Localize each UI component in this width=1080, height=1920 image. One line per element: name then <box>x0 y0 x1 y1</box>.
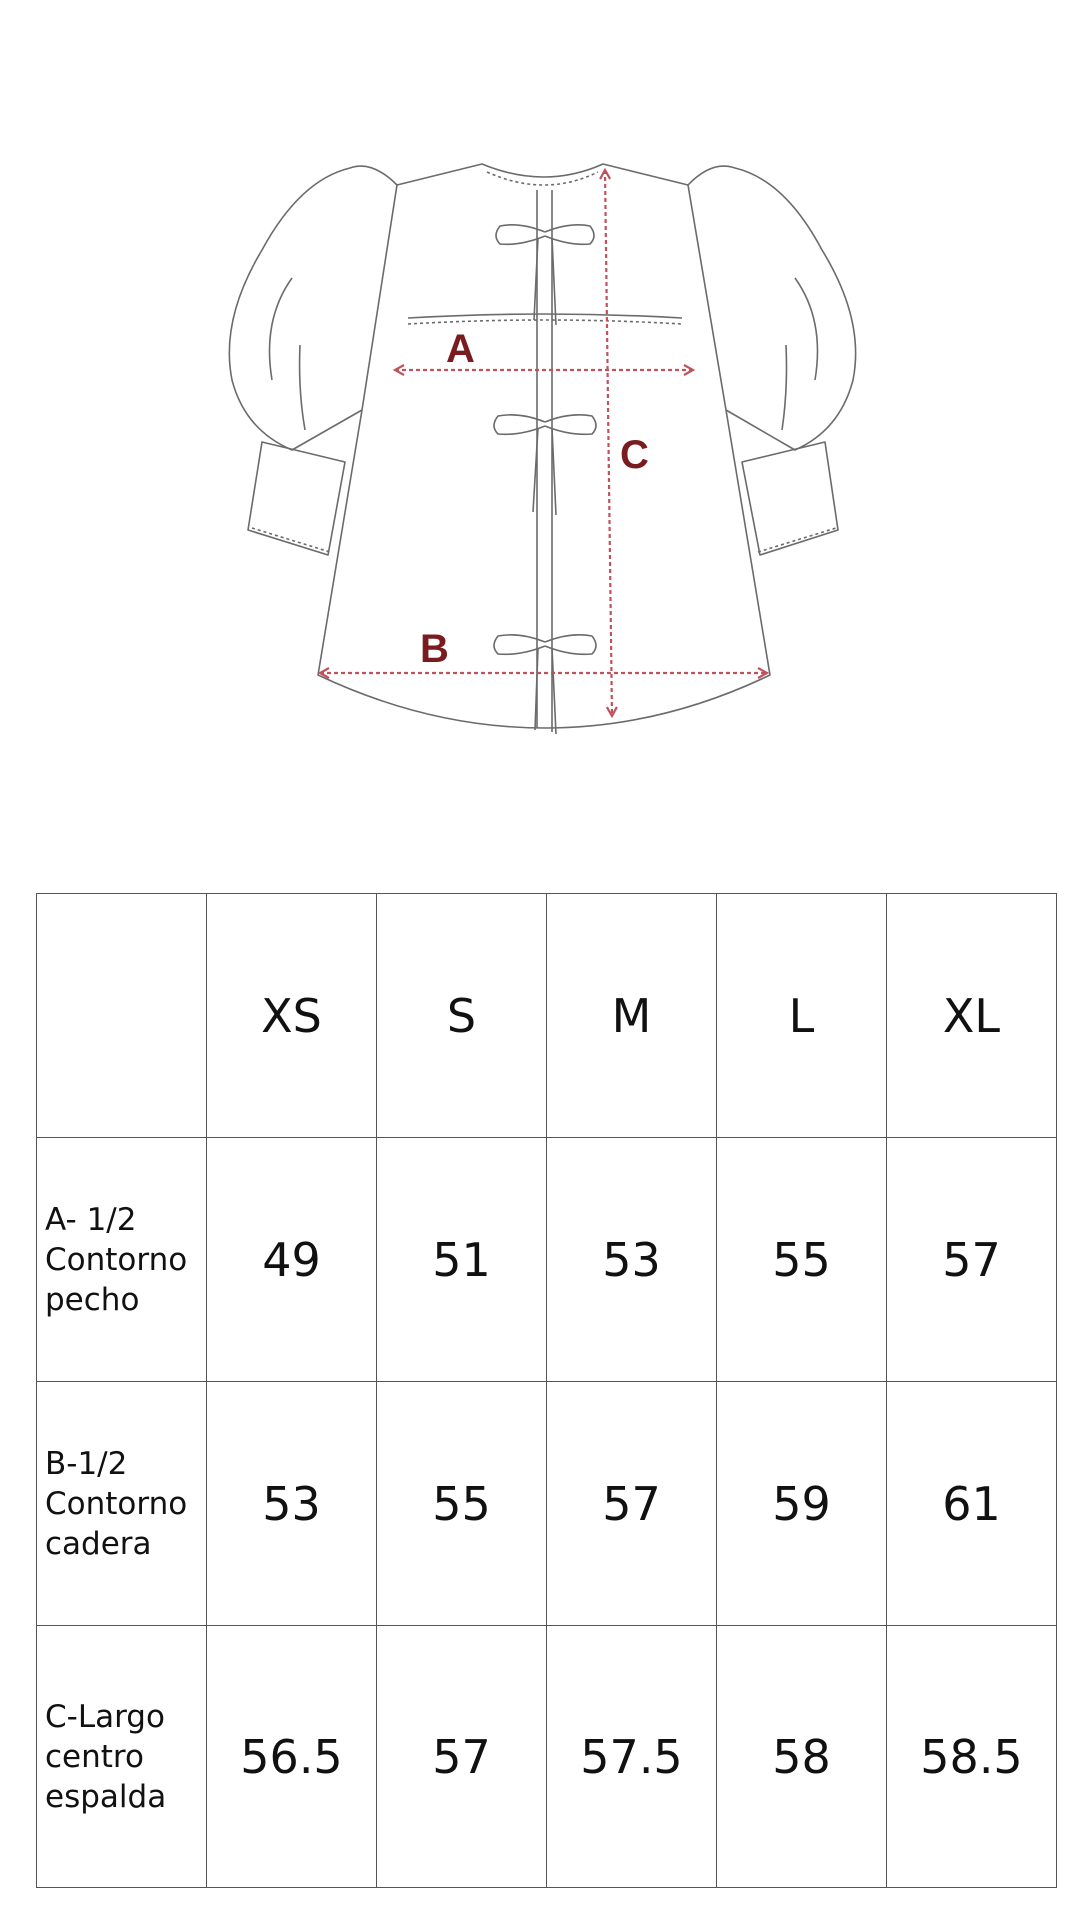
yoke-seam <box>407 313 683 319</box>
measure-b-label: B <box>420 627 449 671</box>
neckline <box>486 171 599 186</box>
table-cell: 59 <box>716 1381 887 1626</box>
table-cell: 61 <box>886 1381 1057 1626</box>
table-cell: 51 <box>376 1137 547 1382</box>
right-cuff <box>741 441 839 556</box>
blouse-body <box>317 163 771 729</box>
table-cell: 53 <box>546 1137 717 1382</box>
size-header: S <box>376 893 547 1138</box>
table-cell: 57.5 <box>546 1625 717 1888</box>
table-cell: 56.5 <box>206 1625 377 1888</box>
table-cell: 55 <box>376 1381 547 1626</box>
row-label-back-length: C-Largo centro espalda <box>36 1625 207 1888</box>
blouse-sketch <box>228 163 857 735</box>
table-header-row: XS S M L XL <box>36 893 1057 1138</box>
measure-a-label: A <box>446 327 475 371</box>
row-label-chest: A- 1/2 Contorno pecho <box>36 1137 207 1382</box>
left-cuff <box>247 441 346 556</box>
left-sleeve <box>228 165 398 451</box>
header-empty-cell <box>36 893 207 1138</box>
table-row: B-1/2 Contorno cadera 53 55 57 59 61 <box>36 1381 1057 1626</box>
size-header: L <box>716 893 887 1138</box>
right-sleeve <box>687 165 857 451</box>
table-row: C-Largo centro espalda 56.5 57 57.5 58 5… <box>36 1625 1057 1888</box>
table-cell: 53 <box>206 1381 377 1626</box>
table-row: A- 1/2 Contorno pecho 49 51 53 55 57 <box>36 1137 1057 1382</box>
measurement-lines <box>320 170 767 716</box>
garment-diagram: A B C <box>0 0 1080 900</box>
table-cell: 57 <box>546 1381 717 1626</box>
row-label-hip: B-1/2 Contorno cadera <box>36 1381 207 1626</box>
size-header: XL <box>886 893 1057 1138</box>
table-cell: 58.5 <box>886 1625 1057 1888</box>
bow-top <box>495 224 595 326</box>
table-cell: 55 <box>716 1137 887 1382</box>
bow-bottom <box>493 634 597 735</box>
size-chart-table: XS S M L XL A- 1/2 Contorno pecho 49 51 … <box>36 893 1057 1888</box>
measure-c-label: C <box>620 433 649 477</box>
table-cell: 49 <box>206 1137 377 1382</box>
size-header: M <box>546 893 717 1138</box>
measure-c-line <box>605 170 612 716</box>
size-header: XS <box>206 893 377 1138</box>
table-cell: 58 <box>716 1625 887 1888</box>
table-cell: 57 <box>376 1625 547 1888</box>
table-cell: 57 <box>886 1137 1057 1382</box>
bow-middle <box>493 414 597 516</box>
